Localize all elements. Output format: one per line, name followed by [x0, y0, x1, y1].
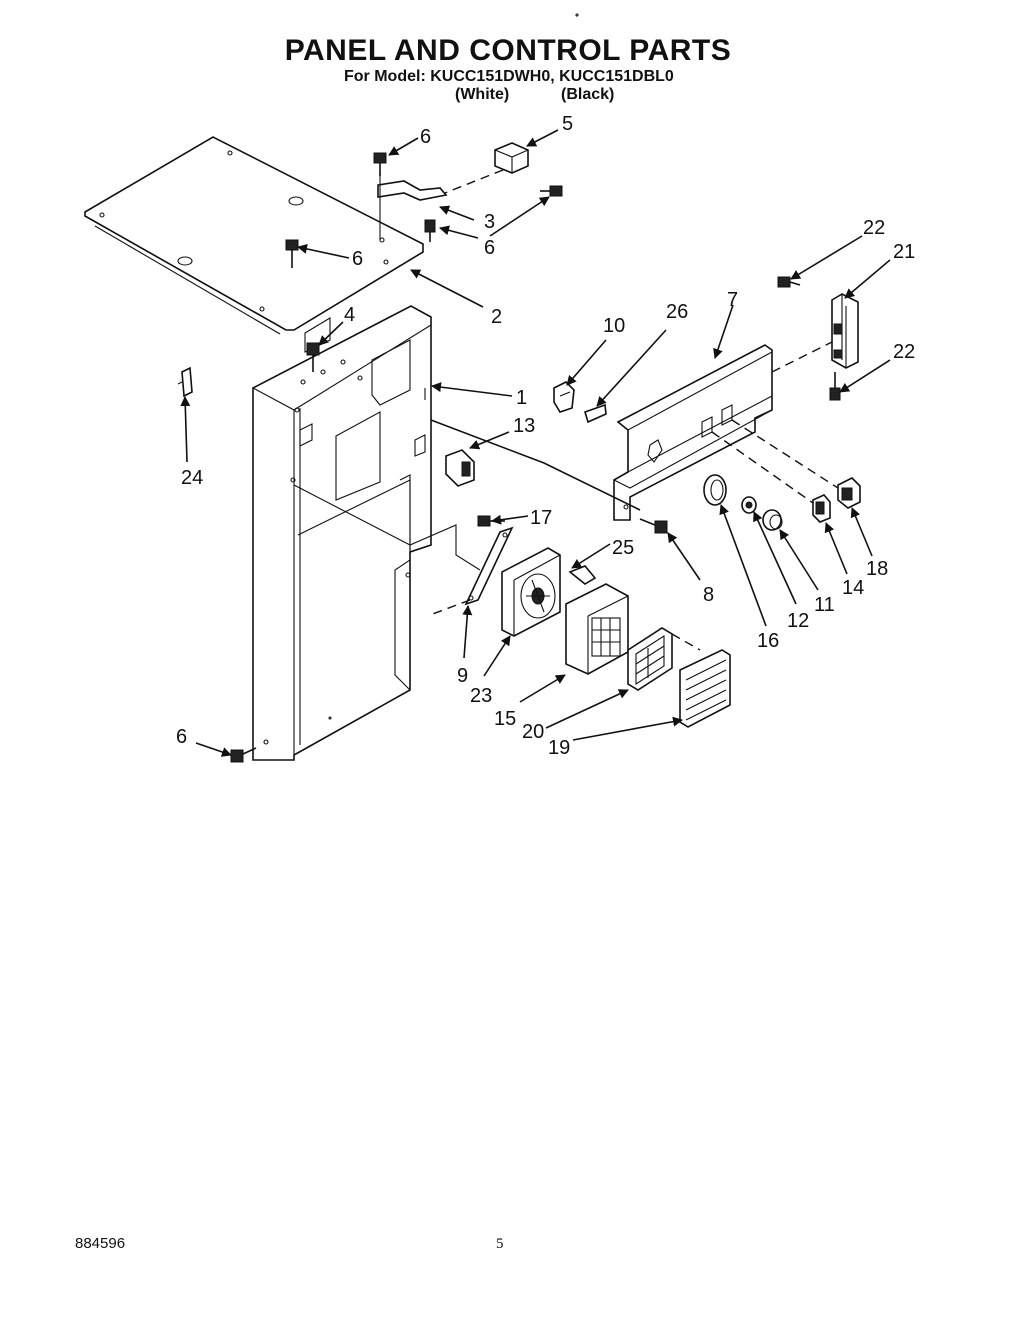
grille-part-19	[679, 649, 731, 728]
callout-20: 20	[522, 721, 544, 743]
variant-black: (Black)	[561, 86, 615, 103]
clip-part-24	[177, 366, 193, 398]
block-part-5	[444, 142, 529, 194]
callout-6-mid: 6	[484, 237, 495, 259]
callout-11: 11	[814, 594, 835, 616]
filter-part-20	[627, 627, 673, 691]
screw-part-6-b	[424, 219, 436, 242]
callout-19: 19	[548, 737, 570, 759]
screw-part-22-a	[777, 276, 801, 288]
callout-10: 10	[603, 315, 625, 337]
callout-24: 24	[181, 467, 203, 489]
callout-18: 18	[866, 558, 888, 580]
callout-22-top: 22	[863, 217, 885, 239]
callout-26: 26	[666, 301, 688, 323]
bracket-part-9	[464, 526, 514, 606]
callout-1: 1	[516, 387, 527, 409]
bracket-part-21	[831, 293, 859, 369]
callout-3: 3	[484, 211, 495, 233]
document-number: 884596	[75, 1235, 126, 1252]
screw-part-6-a	[373, 152, 387, 176]
callout-2: 2	[491, 306, 502, 328]
ring-part-16	[703, 474, 727, 506]
nut-part-12	[741, 496, 757, 514]
callout-4: 4	[344, 304, 355, 326]
callout-21: 21	[893, 241, 915, 263]
switch-part-14	[812, 494, 831, 523]
callout-6-left: 6	[352, 248, 363, 270]
control-panel-part-1	[252, 305, 432, 761]
callout-23: 23	[470, 685, 492, 707]
callout-25: 25	[612, 537, 634, 559]
switch-part-13	[445, 449, 475, 487]
callout-7: 7	[727, 289, 738, 311]
callout-12: 12	[787, 610, 809, 632]
switch-part-18	[837, 477, 861, 509]
knob-part-11	[762, 509, 783, 531]
page-number: 5	[496, 1236, 504, 1252]
callout-17: 17	[530, 507, 552, 529]
page-title: PANEL AND CONTROL PARTS	[284, 34, 732, 67]
screw-part-6-c	[540, 185, 563, 197]
housing-part-7	[613, 341, 833, 521]
callout-8: 8	[703, 584, 714, 606]
callout-22-bottom: 22	[893, 341, 915, 363]
knob-part-10	[553, 381, 575, 413]
callout-6-bottom: 6	[176, 726, 187, 748]
bracket-part-3	[377, 172, 448, 240]
screw-part-8	[639, 518, 668, 534]
callout-14: 14	[842, 577, 864, 599]
callout-13: 13	[513, 415, 535, 437]
callout-15: 15	[494, 708, 516, 730]
variant-white: (White)	[455, 86, 510, 103]
screw-part-4	[306, 342, 320, 372]
top-plate-part-2	[84, 136, 424, 335]
model-line: For Model: KUCC151DWH0, KUCC151DBL0	[344, 68, 674, 85]
clip-part-25	[568, 565, 597, 585]
callout-5: 5	[562, 113, 573, 135]
callout-16: 16	[757, 630, 779, 652]
duct-part-15	[565, 583, 629, 675]
fan-part-23	[501, 547, 561, 637]
clip-part-26	[584, 403, 607, 424]
callout-9: 9	[457, 665, 468, 687]
screw-part-17	[477, 515, 505, 527]
callout-6-top: 6	[420, 126, 431, 148]
screw-part-6-e	[230, 747, 257, 763]
screw-part-22-b	[829, 372, 841, 401]
